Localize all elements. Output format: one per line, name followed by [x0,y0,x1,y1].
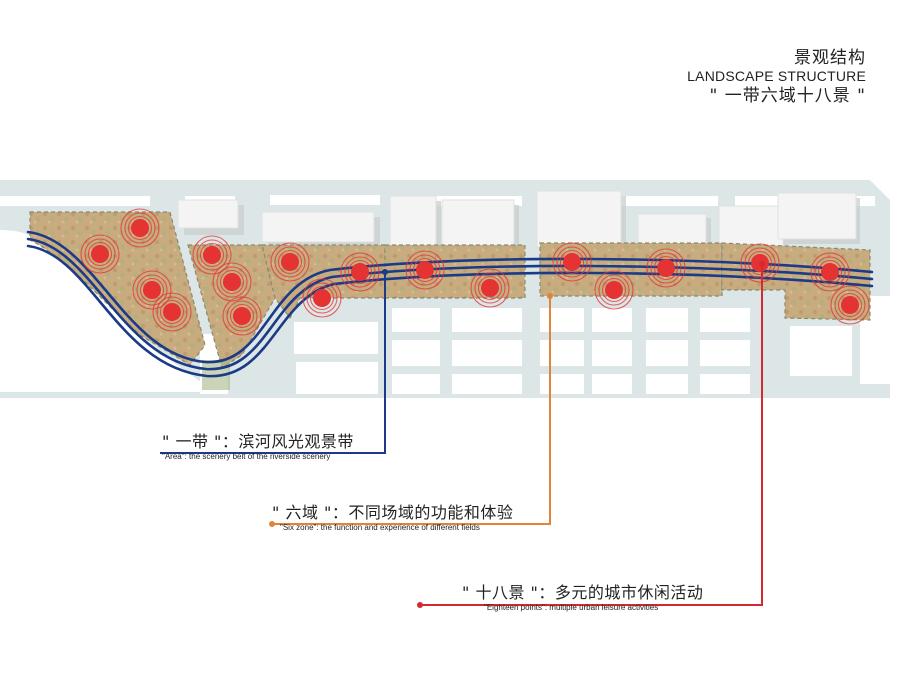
hotspot-2 [80,234,120,274]
hotspot-10 [340,252,380,292]
hotspot-13 [552,242,592,282]
belt-label-cn: " 一带 "：滨河风光观景带 [162,432,354,451]
belt-label-en: "Area": the scenery belt of the riversid… [162,452,331,461]
hotspot-4 [152,292,192,332]
hotspot-15 [646,248,686,288]
title-slogan: " 一带六域十八景 " [709,86,866,106]
hotspot-11 [405,250,445,290]
hotspot-9 [302,278,342,318]
zone-1 [29,211,206,366]
belt-label: " 一带 "：滨河风光观景带 "Area": the scenery belt … [162,432,354,462]
points-label: " 十八景 "：多元的城市休闲活动 "Eighteen points": mul… [462,583,703,613]
zones-leader [272,296,551,525]
hotspots [80,208,870,336]
title-block: 景观结构 LANDSCAPE STRUCTURE " 一带六域十八景 " [687,48,866,107]
points-label-cn: " 十八景 "：多元的城市休闲活动 [462,583,704,602]
zones-label: " 六域 "：不同场域的功能和体验 "Six zone": the functi… [272,503,513,533]
hotspot-17 [810,252,850,292]
hotspot-8 [270,242,310,282]
title-en: LANDSCAPE STRUCTURE [687,68,866,84]
zones-label-cn: " 六域 "：不同场域的功能和体验 [272,503,514,522]
hotspot-5 [192,235,232,275]
hotspot-6 [212,262,252,302]
leader-lines [160,261,765,608]
hotspot-1 [120,208,160,248]
hotspot-3 [132,270,172,310]
points-label-en: "Eighteen points": multiple urban leisur… [484,603,659,612]
hotspot-14 [594,270,634,310]
zones-label-en: "Six zone": the function and experience … [280,523,480,532]
points-leader [420,264,763,606]
hotspot-12 [470,268,510,308]
hotspot-18 [830,285,870,325]
title-cn: 景观结构 [794,48,866,68]
hotspot-7 [222,296,262,336]
belt-leader [160,272,386,454]
